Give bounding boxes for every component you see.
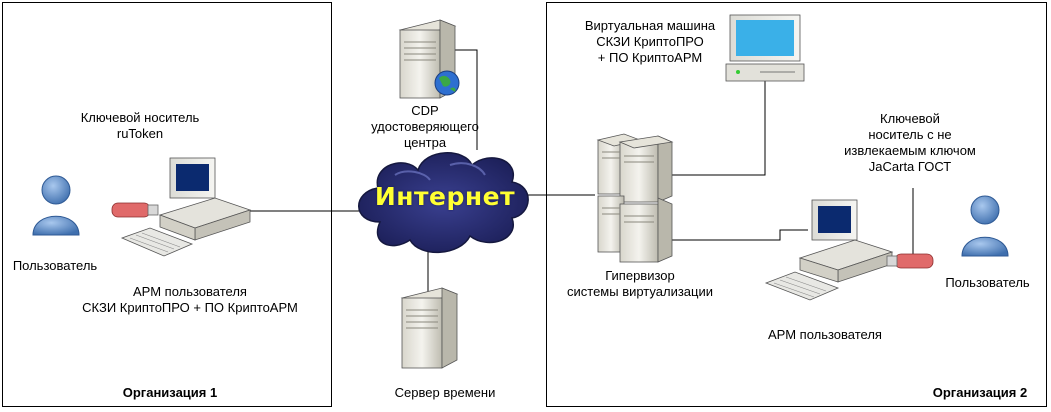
hypervisor-servers-icon xyxy=(596,133,674,263)
org1-arm-label-line2: СКЗИ КриптоПРО + ПО КриптоАРМ xyxy=(82,300,298,315)
org1-workstation-icon xyxy=(158,157,252,241)
org1-token-label-line1: Ключевой носитель xyxy=(80,110,200,125)
org2-usb-token-icon xyxy=(886,253,934,269)
org1-keyboard-icon xyxy=(120,227,194,257)
org2-label: Организация 2 xyxy=(932,385,1028,400)
org1-arm-label: АРМ пользователя СКЗИ КриптоПРО + ПО Кри… xyxy=(60,284,320,316)
org2-arm-label: АРМ пользователя xyxy=(768,327,882,342)
org1-usb-token-icon xyxy=(111,202,159,218)
hypervisor-label-line2: системы виртуализации xyxy=(567,284,713,299)
org2-token-label-line1: Ключевой xyxy=(880,111,940,126)
org1-frame xyxy=(2,2,332,407)
connections xyxy=(250,49,914,298)
hypervisor-label-line1: Гипервизор xyxy=(605,268,675,283)
org2-user-icon xyxy=(961,195,1009,257)
cdp-label-line3: центра xyxy=(403,135,447,150)
org1-token-label: Ключевой носитель ruToken xyxy=(60,110,220,142)
org2-frame xyxy=(546,2,1047,407)
cdp-label-line2: удостоверяющего xyxy=(371,119,479,134)
time-server-label: Сервер времени xyxy=(394,385,496,400)
org2-user-label: Пользователь xyxy=(945,275,1030,290)
cdp-label: CDP удостоверяющего центра xyxy=(330,103,520,151)
org2-workstation-icon xyxy=(798,199,894,283)
org1-arm-label-line1: АРМ пользователя xyxy=(133,284,247,299)
org2-token-label-line3: извлекаемым ключом xyxy=(844,143,976,158)
internet-cloud-icon xyxy=(358,152,529,253)
org2-keyboard-icon xyxy=(764,271,840,301)
org1-token-label-line2: ruToken xyxy=(116,126,164,141)
vm-monitor-icon xyxy=(725,14,805,82)
org1-user-icon xyxy=(32,175,80,236)
org2-token-label-line2: носитель с не xyxy=(868,127,952,142)
vm-label-line2: СКЗИ КриптоПРО xyxy=(596,34,704,49)
org1-user-label: Пользователь xyxy=(12,258,98,273)
globe-icon xyxy=(434,70,460,96)
org1-label: Организация 1 xyxy=(122,385,218,400)
org2-token-label: Ключевой носитель с не извлекаемым ключо… xyxy=(825,111,995,175)
hypervisor-label: Гипервизор системы виртуализации xyxy=(545,268,735,300)
time-server-icon xyxy=(400,287,459,369)
cdp-label-line1: CDP xyxy=(411,103,439,118)
internet-label: Интернет xyxy=(374,182,516,211)
vm-label: Виртуальная машина СКЗИ КриптоПРО + ПО К… xyxy=(565,18,735,66)
vm-label-line3: + ПО КриптоАРМ xyxy=(597,50,703,65)
cdp-server-icon xyxy=(398,19,457,99)
org2-token-label-line4: JaCarta ГОСТ xyxy=(868,159,952,174)
vm-label-line1: Виртуальная машина xyxy=(584,18,716,33)
